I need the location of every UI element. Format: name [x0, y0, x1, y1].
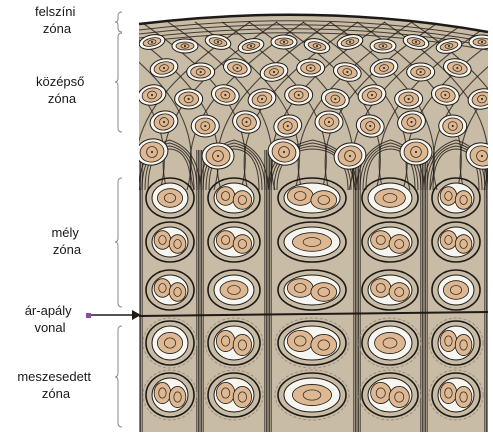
chondrocyte-group — [278, 270, 346, 310]
chondrocyte — [407, 63, 435, 81]
chondrocyte — [297, 59, 325, 77]
tidemark-arrow — [86, 310, 141, 320]
chondrocyte-group — [278, 178, 346, 218]
chondrocyte — [400, 139, 432, 165]
chondrocyte-group — [146, 178, 194, 218]
chondrocyte — [370, 39, 396, 53]
chondrocyte-group — [208, 178, 260, 218]
chondrocyte — [172, 39, 198, 53]
chondrocyte-group — [146, 270, 194, 310]
chondrocyte-group — [208, 222, 260, 262]
chondrocyte — [202, 143, 234, 169]
chondrocyte-group — [432, 178, 480, 218]
bracket-middle-zone — [115, 33, 122, 132]
cartilage-tissue — [60, 0, 493, 437]
chondrocyte-group — [362, 178, 418, 218]
zone-brackets — [115, 12, 122, 427]
chondrocyte-group — [208, 270, 260, 310]
label-deep-zone: mély zóna — [51, 225, 82, 257]
bracket-surface-zone — [115, 12, 122, 32]
chondrocyte — [315, 111, 343, 133]
chondrocyte — [469, 35, 493, 49]
chondrocyte — [191, 115, 219, 137]
label-calcified-zone: meszesedett zóna — [17, 369, 94, 401]
chondrocyte-group — [432, 270, 480, 310]
chondrocyte — [439, 115, 467, 137]
bracket-deep-zone — [115, 178, 122, 307]
chondrocyte — [175, 89, 203, 109]
chondrocyte-group — [362, 270, 418, 310]
label-surface-zone: felszíni zóna — [35, 4, 79, 36]
label-tidemark: ár-apály vonal — [25, 303, 76, 335]
chondrocyte-group — [362, 222, 418, 262]
chondrocyte-group — [146, 222, 194, 262]
chondrocyte — [187, 63, 215, 81]
chondrocyte — [395, 89, 423, 109]
bracket-calcified-zone — [115, 326, 122, 427]
chondrocyte — [271, 35, 297, 49]
label-middle-zone: középső zóna — [36, 74, 88, 106]
chondrocyte-group — [278, 222, 346, 262]
chondrocyte — [285, 85, 313, 105]
chondrocyte-group — [432, 222, 480, 262]
